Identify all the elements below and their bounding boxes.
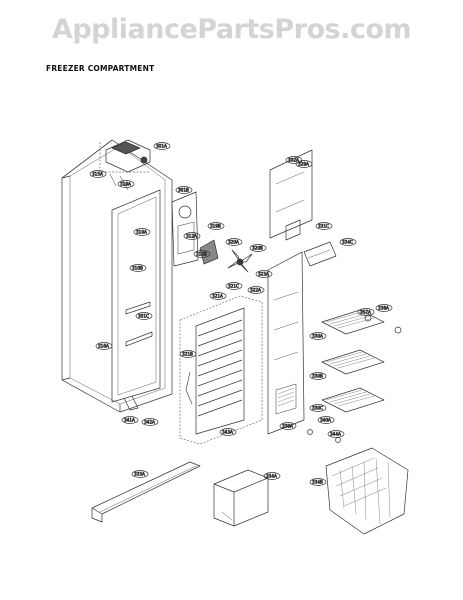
callout-label: 337A — [360, 310, 371, 315]
callout-label: 339A — [282, 424, 293, 429]
callout-label: 310B — [132, 266, 143, 271]
callout-label: 338A — [378, 306, 389, 311]
callout-label: 334C — [342, 240, 353, 245]
callout-label: 301A — [156, 144, 167, 149]
callout-label: 331C — [318, 224, 329, 229]
callout-label: 333A — [134, 472, 145, 477]
freezer-basket — [325, 447, 409, 535]
callout-label: 312B — [196, 252, 207, 257]
part-callouts: 301A 301B 301C 332A 331C 312A 312B 310A … — [89, 142, 393, 486]
damper-handle — [303, 241, 337, 267]
callout-label: 332A — [288, 158, 299, 163]
callout-label: 315A — [92, 172, 103, 177]
callout-label: 319B — [210, 224, 221, 229]
callout-label: 330B — [312, 374, 323, 379]
callout-label: 342A — [144, 420, 155, 425]
callout-label: 321C — [228, 284, 239, 289]
callout-label: 344A — [330, 432, 341, 437]
callout-label: 341A — [124, 418, 135, 423]
callout-label: 334B — [312, 480, 323, 485]
evaporator-cover-panel — [267, 251, 305, 435]
bottom-guard — [91, 461, 201, 523]
callout-label: 322A — [250, 288, 261, 293]
callout-label: 316A — [98, 344, 109, 349]
callout-label: 312A — [186, 234, 197, 239]
callout-label: 320A — [228, 240, 239, 245]
callout-label: 330C — [312, 406, 323, 411]
callout-label: 301B — [178, 188, 189, 193]
callout-label: 301C — [138, 314, 149, 319]
callout-label: 329A — [298, 162, 309, 167]
callout-label: 319A — [120, 182, 131, 187]
bottom-cover — [213, 469, 269, 527]
callout-label: 330A — [312, 334, 323, 339]
section-title: FREEZER COMPARTMENT — [46, 64, 155, 73]
watermark-logo: AppliancePartsPros.com — [51, 14, 412, 45]
evaporator-coil — [179, 295, 263, 445]
wire-shelves — [321, 309, 385, 413]
callout-label: 340A — [320, 418, 331, 423]
callout-label: 323A — [258, 272, 269, 277]
callout-label: 343A — [222, 430, 233, 435]
callout-label: 334A — [266, 474, 277, 479]
freezer-cabinet — [61, 139, 173, 413]
callout-label: 321A — [212, 294, 223, 299]
fan-blade — [227, 249, 253, 273]
control-box-assembly — [99, 139, 151, 191]
callout-label: 321B — [182, 352, 193, 357]
callout-label: 320B — [252, 246, 263, 251]
callout-label: 310A — [136, 230, 147, 235]
